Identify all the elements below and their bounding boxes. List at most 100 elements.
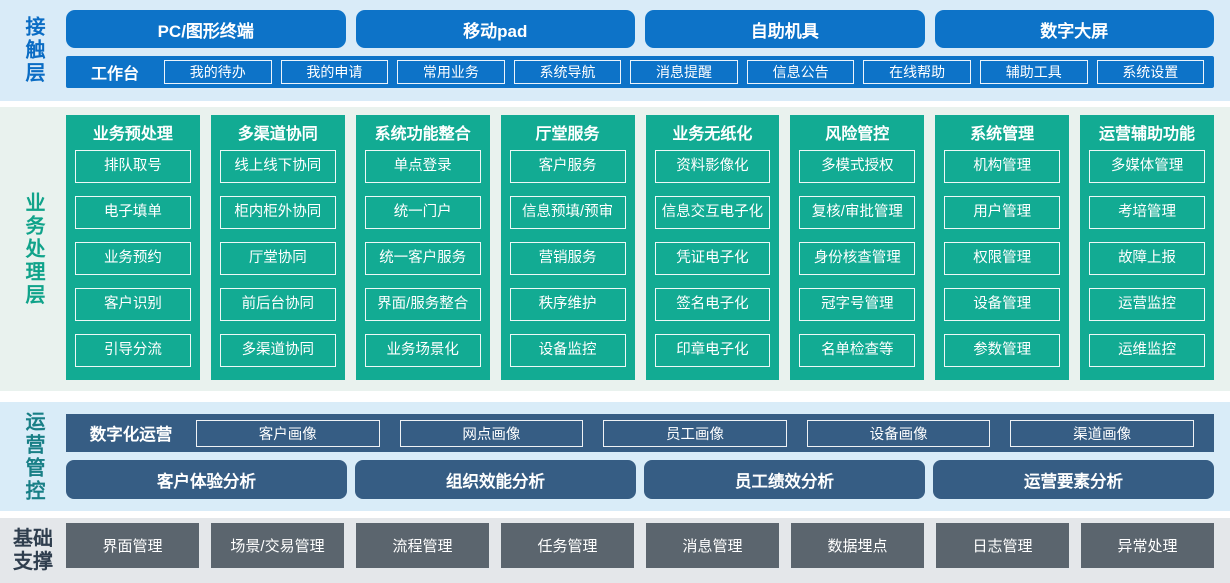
workbench-item: 信息公告 xyxy=(746,60,855,84)
foundation-item: 流程管理 xyxy=(356,523,489,568)
portrait-item: 渠道画像 xyxy=(1010,419,1194,447)
business-column-item: 设备管理 xyxy=(944,288,1061,321)
business-column: 多渠道协同 线上线下协同柜内柜外协同厅堂协同前后台协同多渠道协同 xyxy=(210,115,345,380)
business-column-item: 客户服务 xyxy=(509,150,626,183)
business-column-title: 系统管理 xyxy=(970,126,1035,143)
foundation-item: 场景/交易管理 xyxy=(211,523,344,568)
portrait-items: 客户画像网点画像员工画像设备画像渠道画像 xyxy=(196,419,1194,447)
analysis-row: 客户体验分析组织效能分析员工绩效分析运营要素分析 xyxy=(66,460,1214,499)
workbench-bar: 工作台 我的待办我的申请常用业务系统导航消息提醒信息公告在线帮助辅助工具系统设置 xyxy=(66,56,1214,88)
foundation-item: 消息管理 xyxy=(646,523,779,568)
business-column-item: 排队取号 xyxy=(75,150,191,183)
business-column-item: 参数管理 xyxy=(944,334,1061,367)
digital-ops-label: 数字化运营 xyxy=(89,426,173,444)
workbench-item: 我的待办 xyxy=(164,60,272,84)
foundation-layer-label-area: 基础支撑 xyxy=(0,518,66,583)
business-layer-label-area: 业务处理层 xyxy=(0,107,66,391)
workbench-item: 系统设置 xyxy=(1096,60,1205,84)
business-column-item: 复核/审批管理 xyxy=(799,196,916,229)
portrait-item: 员工画像 xyxy=(603,419,787,447)
business-column-items: 多媒体管理考培管理故障上报运营监控运维监控 xyxy=(1089,150,1205,367)
business-column-item: 统一客户服务 xyxy=(364,242,481,275)
business-column-item: 客户识别 xyxy=(75,288,191,321)
business-column-item: 多渠道协同 xyxy=(219,334,336,367)
business-column-item: 名单检查等 xyxy=(799,334,916,367)
analysis-block: 组织效能分析 xyxy=(355,460,636,499)
business-column-item: 统一门户 xyxy=(364,196,481,229)
business-layer-band: 业务处理层 业务预处理 排队取号电子填单业务预约客户识别引导分流 多渠道协同 线… xyxy=(0,107,1230,391)
business-column-item: 单点登录 xyxy=(364,150,481,183)
foundation-item: 界面管理 xyxy=(66,523,199,568)
business-column-item: 运维监控 xyxy=(1089,334,1205,367)
business-column-item: 资料影像化 xyxy=(654,150,771,183)
business-column: 系统管理 机构管理用户管理权限管理设备管理参数管理 xyxy=(935,115,1070,380)
foundation-layer-band: 基础支撑 界面管理场景/交易管理流程管理任务管理消息管理数据埋点日志管理异常处理 xyxy=(0,518,1230,583)
business-column-title: 业务无纸化 xyxy=(672,126,753,143)
business-column-item: 故障上报 xyxy=(1089,242,1205,275)
workbench-item: 消息提醒 xyxy=(630,60,738,84)
channel-block: 移动pad xyxy=(355,10,635,48)
channel-block: PC/图形终端 xyxy=(66,10,346,48)
foundation-item: 任务管理 xyxy=(501,523,634,568)
channel-block: 自助机具 xyxy=(645,10,925,48)
business-column-item: 签名电子化 xyxy=(654,288,771,321)
business-column: 业务预处理 排队取号电子填单业务预约客户识别引导分流 xyxy=(66,115,200,380)
business-column-item: 运营监控 xyxy=(1089,288,1205,321)
business-column: 业务无纸化 资料影像化信息交互电子化凭证电子化签名电子化印章电子化 xyxy=(645,115,780,380)
business-column-item: 印章电子化 xyxy=(654,334,771,367)
contact-layer-content: PC/图形终端移动pad 自助机具数字大屏 工作台 我的待办我的申请常用业务系统导… xyxy=(66,0,1230,101)
business-column-items: 资料影像化信息交互电子化凭证电子化签名电子化印章电子化 xyxy=(654,150,771,367)
contact-layer-band: 接触层 PC/图形终端移动pad 自助机具数字大屏 工作台 我的待办我的申请常用业… xyxy=(0,0,1230,101)
workbench-items: 我的待办我的申请常用业务系统导航消息提醒信息公告在线帮助辅助工具系统设置 xyxy=(164,60,1205,84)
business-column-item: 多媒体管理 xyxy=(1089,150,1205,183)
foundation-item: 异常处理 xyxy=(1081,523,1214,568)
contact-layer-label: 接触层 xyxy=(22,16,44,85)
digital-ops-bar: 数字化运营 客户画像网点画像员工画像设备画像渠道画像 xyxy=(66,414,1214,452)
business-column-item: 柜内柜外协同 xyxy=(219,196,336,229)
business-column-item: 机构管理 xyxy=(944,150,1061,183)
business-column-item: 身份核查管理 xyxy=(799,242,916,275)
portrait-item: 设备画像 xyxy=(806,419,991,447)
workbench-item: 我的申请 xyxy=(280,60,389,84)
workbench-item: 辅助工具 xyxy=(979,60,1088,84)
business-column-item: 秩序维护 xyxy=(509,288,626,321)
business-column-item: 冠字号管理 xyxy=(799,288,916,321)
business-column: 系统功能整合 单点登录统一门户统一客户服务界面/服务整合业务场景化 xyxy=(355,115,490,380)
foundation-layer-label: 基础支撑 xyxy=(13,527,53,573)
business-column-item: 设备监控 xyxy=(509,334,626,367)
workbench-item: 在线帮助 xyxy=(863,60,971,84)
business-column-items: 机构管理用户管理权限管理设备管理参数管理 xyxy=(944,150,1061,367)
contact-layer-label-area: 接触层 xyxy=(0,0,66,101)
business-column-items: 线上线下协同柜内柜外协同厅堂协同前后台协同多渠道协同 xyxy=(219,150,336,367)
workbench-label: 工作台 xyxy=(90,66,139,83)
business-column-title: 风险管控 xyxy=(825,126,890,143)
business-column-title: 厅堂服务 xyxy=(535,126,600,143)
analysis-block: 员工绩效分析 xyxy=(644,460,925,499)
business-columns: 业务预处理 排队取号电子填单业务预约客户识别引导分流 多渠道协同 线上线下协同柜… xyxy=(66,107,1230,391)
foundation-item: 数据埋点 xyxy=(791,523,924,568)
business-column-title: 运营辅助功能 xyxy=(1099,126,1196,143)
business-column-item: 信息预填/预审 xyxy=(509,196,626,229)
operation-layer-content: 数字化运营 客户画像网点画像员工画像设备画像渠道画像 客户体验分析组织效能分析员… xyxy=(66,402,1230,511)
business-column-title: 多渠道协同 xyxy=(237,126,318,143)
analysis-block: 运营要素分析 xyxy=(933,460,1214,499)
business-column-item: 权限管理 xyxy=(944,242,1061,275)
business-column-item: 业务预约 xyxy=(75,242,191,275)
business-column-item: 业务场景化 xyxy=(364,334,481,367)
foundation-item: 日志管理 xyxy=(936,523,1069,568)
business-column-item: 考培管理 xyxy=(1089,196,1205,229)
workbench-item: 系统导航 xyxy=(513,60,622,84)
business-column-items: 多模式授权复核/审批管理身份核查管理冠字号管理名单检查等 xyxy=(799,150,916,367)
business-column-title: 业务预处理 xyxy=(92,126,173,143)
business-column-item: 前后台协同 xyxy=(219,288,336,321)
business-column-item: 厅堂协同 xyxy=(219,242,336,275)
business-column-title: 系统功能整合 xyxy=(374,126,471,143)
operation-layer-band: 运营管控 数字化运营 客户画像网点画像员工画像设备画像渠道画像 客户体验分析组织… xyxy=(0,402,1230,511)
business-column: 运营辅助功能 多媒体管理考培管理故障上报运营监控运维监控 xyxy=(1080,115,1214,380)
channel-block: 数字大屏 xyxy=(934,10,1214,48)
channel-row: PC/图形终端移动pad 自助机具数字大屏 xyxy=(66,10,1214,48)
business-column-item: 电子填单 xyxy=(75,196,191,229)
operation-layer-label-area: 运营管控 xyxy=(0,402,66,511)
business-column-item: 线上线下协同 xyxy=(219,150,336,183)
